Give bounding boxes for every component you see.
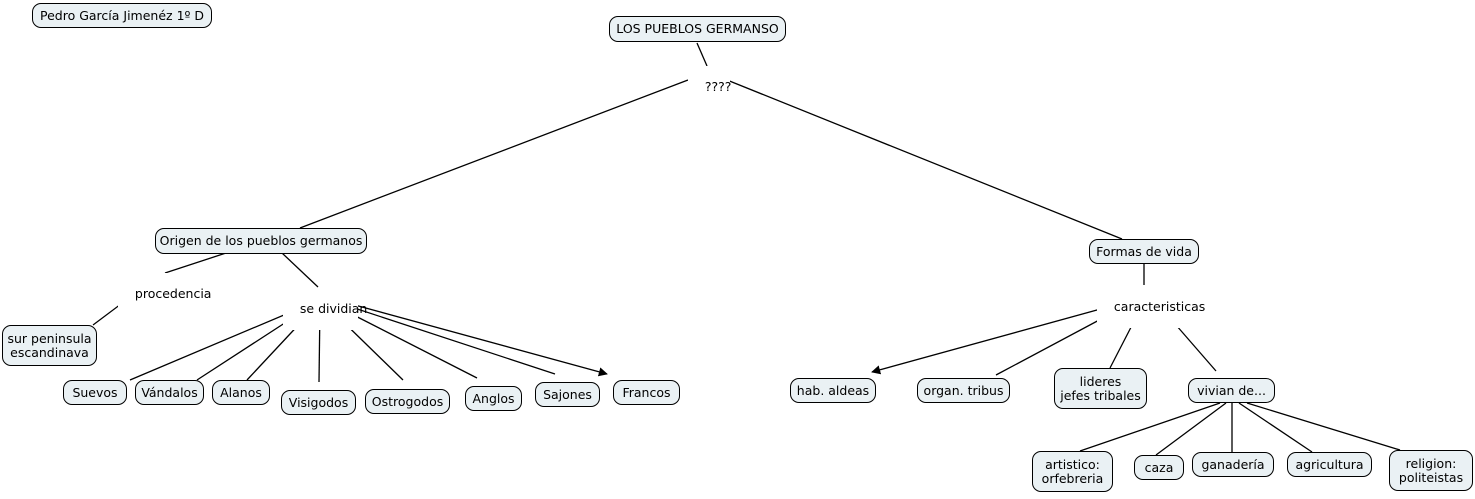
link-label-caracteristicas-text: caracteristicas (1113, 299, 1206, 314)
node-los-pueblos-germanso-label: LOS PUEBLOS GERMANSO (616, 21, 779, 36)
node-francos[interactable]: Francos (613, 380, 680, 405)
node-formas-de-vida[interactable]: Formas de vida (1089, 239, 1199, 264)
node-sur-peninsula-escandinava-label: sur peninsula escandinava (7, 330, 92, 360)
node-religion-politeistas[interactable]: religion: politeistas (1389, 450, 1473, 491)
node-anglos-label: Anglos (472, 390, 515, 406)
node-formas-de-vida-label: Formas de vida (1096, 243, 1192, 259)
edge-vivian-to-caza (1155, 402, 1227, 456)
node-hab-aldeas-label: hab. aldeas (796, 382, 870, 398)
node-ganaderia-label: ganadería (1201, 456, 1265, 472)
node-lideres-jefes-tribales[interactable]: lideres jefes tribales (1054, 368, 1147, 409)
node-visigodos-label: Visigodos (288, 394, 349, 410)
node-sajones[interactable]: Sajones (535, 382, 600, 407)
node-anglos[interactable]: Anglos (465, 386, 522, 411)
node-ostrogodos-label: Ostrogodos (371, 393, 444, 409)
link-label-root-split-text: ???? (704, 79, 732, 94)
link-label-procedencia-text: procedencia (134, 286, 212, 301)
link-label-caracteristicas[interactable]: caracteristicas (1097, 286, 1205, 328)
node-sur-peninsula-escandinava[interactable]: sur peninsula escandinava (2, 325, 97, 366)
node-francos-label: Francos (622, 384, 671, 400)
edge-split-to-origen (299, 79, 689, 229)
link-label-se-dividian[interactable]: se dividian (283, 288, 367, 330)
node-origen-pueblos-germanos[interactable]: Origen de los pueblos germanos (155, 228, 367, 254)
edge-vivian-to-religion (1246, 402, 1401, 451)
node-suevos[interactable]: Suevos (63, 380, 127, 405)
edge-vivian-to-artistico (1079, 402, 1221, 452)
edge-root-to-split (696, 42, 708, 67)
node-religion-politeistas-label: religion: politeistas (1398, 455, 1464, 485)
link-label-root-split[interactable]: ???? (688, 66, 732, 108)
link-label-procedencia[interactable]: procedencia (118, 273, 211, 315)
node-alanos-label: Alanos (220, 384, 262, 400)
node-agricultura-label: agricultura (1295, 456, 1364, 472)
node-origen-pueblos-germanos-label: Origen de los pueblos germanos (159, 233, 363, 248)
node-caza[interactable]: caza (1134, 455, 1184, 480)
node-suevos-label: Suevos (72, 384, 118, 400)
node-vivian-de[interactable]: vivian de... (1188, 378, 1275, 403)
edge-origen-to-procedencia (164, 252, 227, 274)
node-organ-tribus[interactable]: organ. tribus (917, 378, 1010, 403)
node-ostrogodos[interactable]: Ostrogodos (365, 389, 450, 414)
node-artistico-orfebreria-label: artistico: orfebreria (1041, 456, 1104, 486)
node-agricultura[interactable]: agricultura (1287, 452, 1372, 477)
edge-split-to-formas (726, 79, 1123, 240)
edge-se-dividian-to-francos (339, 300, 608, 377)
node-hab-aldeas[interactable]: hab. aldeas (790, 378, 876, 403)
node-ganaderia[interactable]: ganadería (1192, 452, 1274, 477)
edge-vivian-to-agricultura (1238, 402, 1313, 453)
node-artistico-orfebreria[interactable]: artistico: orfebreria (1032, 451, 1113, 492)
node-los-pueblos-germanso[interactable]: LOS PUEBLOS GERMANSO (609, 16, 786, 42)
node-visigodos[interactable]: Visigodos (281, 390, 356, 415)
edge-origen-to-se-dividian (281, 252, 319, 288)
node-caza-label: caza (1144, 459, 1174, 475)
node-alanos[interactable]: Alanos (212, 380, 270, 405)
author-box[interactable]: Pedro García Jimenéz 1º D (32, 3, 212, 28)
node-vandalos-label: Vándalos (141, 384, 198, 400)
node-vandalos[interactable]: Vándalos (135, 380, 204, 405)
node-sajones-label: Sajones (543, 386, 592, 402)
author-box-label: Pedro García Jimenéz 1º D (40, 7, 205, 23)
edge-caracteristicas-to-hab-aldeas (871, 301, 1127, 375)
node-organ-tribus-label: organ. tribus (923, 382, 1004, 398)
edge-se-dividian-to-sajones (335, 301, 556, 375)
node-vivian-de-label: vivian de... (1197, 382, 1266, 398)
link-label-se-dividian-text: se dividian (299, 301, 368, 316)
node-lideres-jefes-tribales-label: lideres jefes tribales (1060, 373, 1141, 403)
